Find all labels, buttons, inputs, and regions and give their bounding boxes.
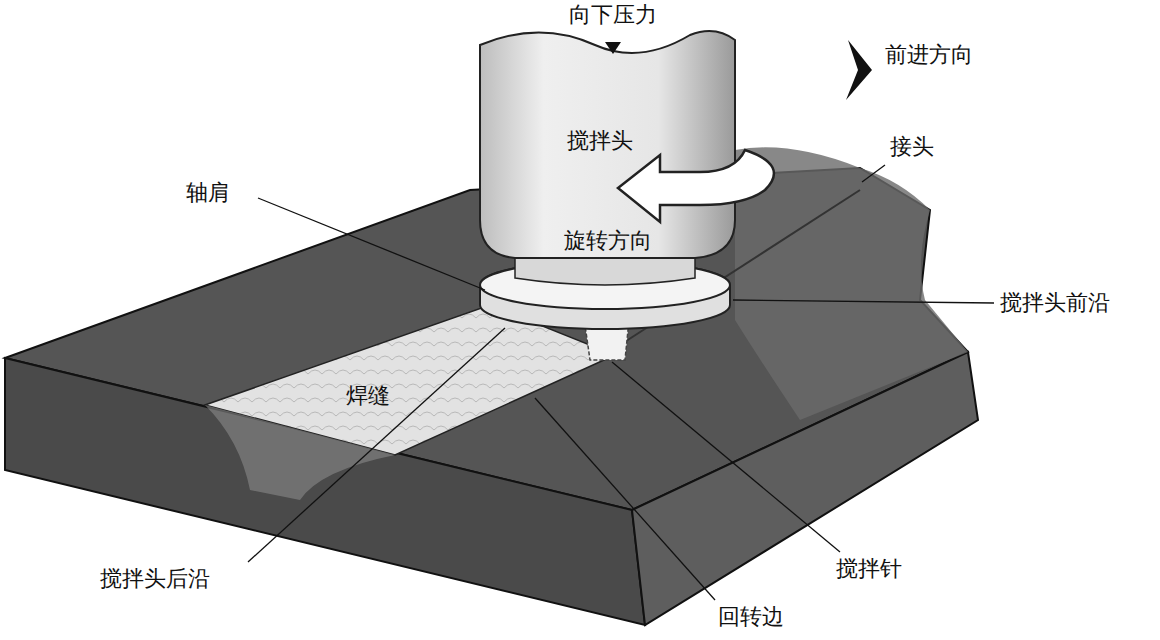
leader-line (248, 328, 505, 562)
part-label: 回转边 (718, 604, 784, 630)
leader-line (535, 398, 715, 600)
leader-line (733, 300, 994, 303)
joint-region (735, 147, 968, 420)
direction-label: 旋转方向 (564, 228, 652, 254)
weld-cross-section (205, 405, 395, 500)
leader-line (612, 362, 840, 552)
part-label: 轴肩 (186, 180, 230, 206)
direction-label: 前进方向 (885, 42, 973, 68)
rotation-arrow (618, 150, 774, 222)
part-label: 搅拌针 (836, 556, 902, 582)
leader-line (862, 165, 885, 182)
force-label: 向下压力 (569, 2, 657, 28)
part-label: 接头 (890, 134, 934, 160)
tool-body (480, 31, 735, 258)
part-label: 搅拌头后沿 (100, 566, 210, 592)
force-marker (605, 42, 621, 54)
travel-chevron (846, 40, 872, 100)
part-label: 焊缝 (346, 383, 390, 409)
part-label: 搅拌头 (567, 128, 633, 154)
leader-line (258, 198, 485, 290)
part-label: 搅拌头前沿 (1000, 290, 1110, 316)
